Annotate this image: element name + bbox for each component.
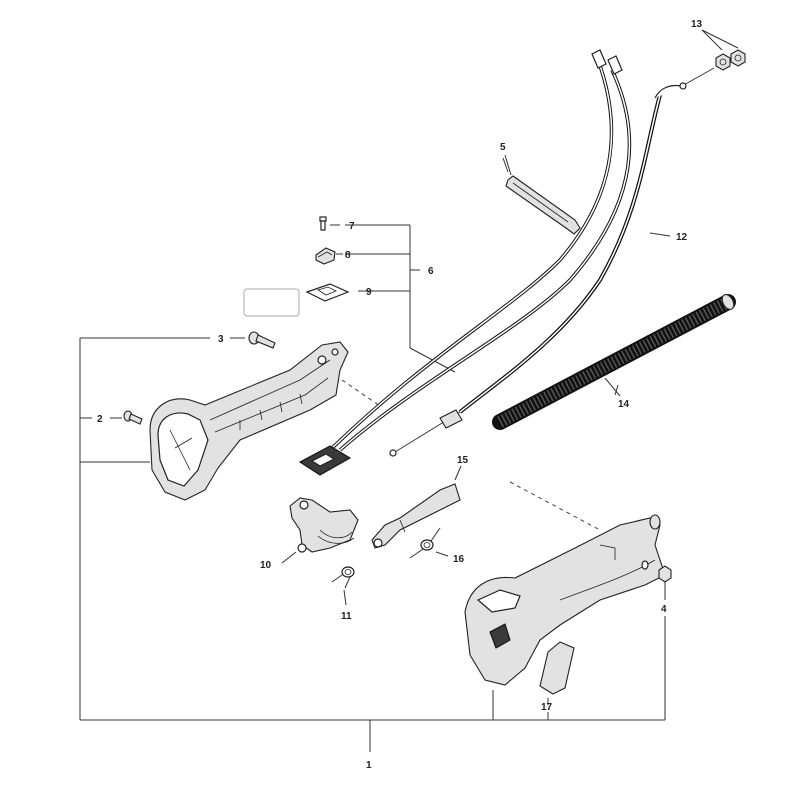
- spring-part-11: [331, 566, 355, 606]
- assembly-guide-line-2: [509, 481, 601, 531]
- spring-part-16: [409, 527, 449, 559]
- part-label-11: 11: [341, 611, 352, 622]
- plate-part-9: [305, 283, 350, 302]
- part-label-2: 2: [97, 414, 103, 425]
- assembly-bracket: [79, 337, 666, 752]
- part-label-10: 10: [260, 560, 272, 571]
- nuts-part-13: [701, 29, 746, 71]
- part-label-9: 9: [366, 287, 372, 298]
- part-label-5: 5: [500, 142, 506, 153]
- protective-tube-part-14: [492, 294, 736, 430]
- handle-half-right: [464, 481, 666, 686]
- screw-part-2: [110, 410, 143, 425]
- nut-part-4: [658, 565, 672, 583]
- part-label-16: 16: [453, 554, 465, 565]
- screw-part-7: [319, 216, 340, 231]
- screw-part-3: [230, 331, 276, 349]
- connector-part-8: [315, 247, 343, 265]
- part-label-13: 13: [691, 19, 703, 30]
- throttle-trigger-part-15: [371, 465, 462, 549]
- part-label-3: 3: [218, 334, 224, 345]
- throttle-lockout-part-10: [281, 497, 359, 564]
- throttle-cables: [298, 49, 715, 476]
- assembly-guide-line: [341, 379, 381, 407]
- handle-half-left: [149, 341, 349, 501]
- label-leaders: [232, 157, 619, 396]
- part-label-7: 7: [349, 221, 355, 232]
- decal-placeholder-box: [243, 288, 300, 317]
- part-label-12: 12: [676, 232, 688, 243]
- part-label-14: 14: [618, 399, 630, 410]
- part-label-8: 8: [345, 250, 351, 261]
- part-label-6: 6: [428, 266, 434, 277]
- part-label-4: 4: [661, 604, 667, 615]
- part-label-17: 17: [541, 702, 553, 713]
- grip-pad-part-17: [539, 641, 575, 705]
- cable-tie-part-5: [504, 154, 581, 235]
- part-label-15: 15: [457, 455, 469, 466]
- part-label-1: 1: [366, 760, 372, 771]
- cable-assembly-bracket: [345, 224, 456, 373]
